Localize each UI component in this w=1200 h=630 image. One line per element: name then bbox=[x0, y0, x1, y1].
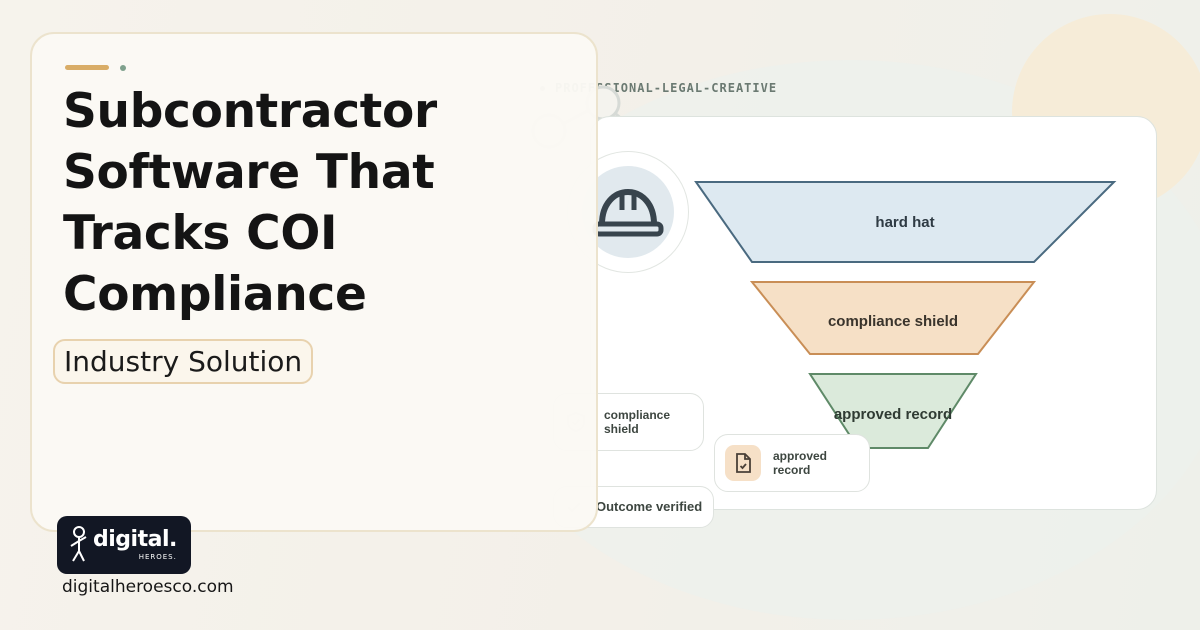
accent-line bbox=[65, 65, 109, 70]
document-check-icon bbox=[736, 453, 751, 473]
accent-dot bbox=[120, 65, 126, 71]
logo-wordmark: digital. bbox=[93, 526, 177, 552]
site-url[interactable]: digitalheroesco.com bbox=[62, 577, 234, 597]
category-tag: Industry Solution bbox=[53, 339, 314, 384]
title-card: Subcontractor Software That Tracks COI C… bbox=[30, 32, 598, 532]
brand-logo[interactable]: digital. HEROES. bbox=[57, 516, 191, 574]
hero-figure-icon bbox=[70, 526, 87, 562]
chip-outcome-verified-label: Outcome verified bbox=[596, 499, 703, 514]
logo-subtext: HEROES. bbox=[138, 552, 177, 561]
chip-approved-record: approved record bbox=[714, 434, 870, 492]
hard-hat-icon bbox=[592, 188, 664, 237]
page-title: Subcontractor Software That Tracks COI C… bbox=[63, 84, 437, 322]
chip-compliance-shield-label: compliance shield bbox=[604, 408, 671, 436]
chip-approved-record-label: approved record bbox=[773, 449, 828, 477]
